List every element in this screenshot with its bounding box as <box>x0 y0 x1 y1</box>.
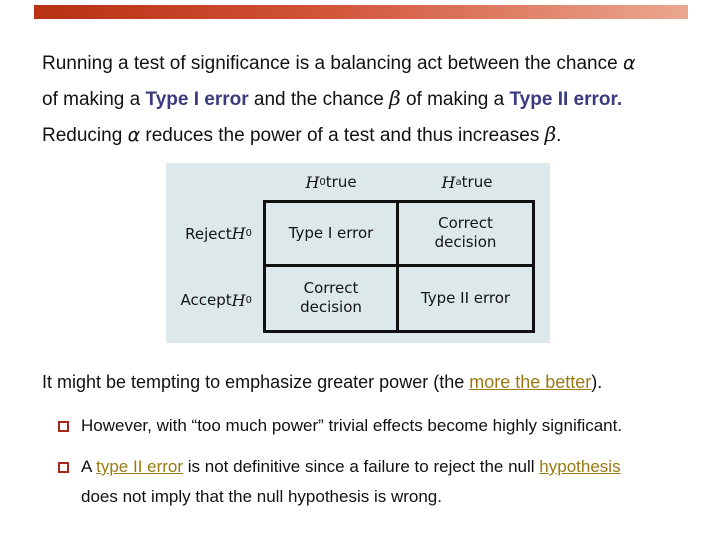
type-ii-error-link[interactable]: type II error <box>96 457 184 476</box>
tempting-line: It might be tempting to emphasize greate… <box>42 370 702 394</box>
intro-line-2: of making a Type I error and the chance … <box>42 81 702 117</box>
alpha-symbol: α <box>622 52 636 74</box>
intro-text: Running a test of significance is a bala… <box>42 53 623 74</box>
type-i-error-text: Type I error <box>145 89 249 110</box>
bullet-text: A type II error is not definitive since … <box>81 452 686 512</box>
type-ii-error-text: Type II error. <box>509 89 623 110</box>
hypothesis-link[interactable]: hypothesis <box>539 457 621 476</box>
beta-symbol: β <box>389 86 401 110</box>
alpha-symbol: α <box>127 124 141 146</box>
cell-type-ii-error: Type II error <box>420 288 511 307</box>
accent-gradient-bar <box>34 5 688 19</box>
cell-correct-decision-top: Correct decision <box>399 203 532 267</box>
bullet-item-power: However, with “too much power” trivial e… <box>58 411 686 441</box>
intro-text: . <box>556 125 562 146</box>
cell-correct-decision-bottom: Correct decision <box>266 266 399 330</box>
column-header-label: true <box>461 173 493 191</box>
error-table-grid: Type I error Correct decision Correct de… <box>263 200 535 333</box>
intro-line-3: Reducing α reduces the power of a test a… <box>42 117 702 153</box>
row-label-text: Reject <box>185 224 232 243</box>
beta-symbol: β <box>544 122 557 146</box>
bullet-text-segment: is not definitive since a failure to rej… <box>183 457 540 476</box>
intro-text: of making a <box>400 89 510 110</box>
column-header-label: true <box>325 173 357 191</box>
h0-subscript: 0 <box>245 228 252 239</box>
intro-text: Reducing <box>42 125 128 146</box>
cell-type-i-error: Type I error <box>266 203 399 267</box>
h0-symbol: H <box>305 172 320 192</box>
intro-line-1: Running a test of significance is a bala… <box>42 46 702 81</box>
bullet-text: However, with “too much power” trivial e… <box>81 416 623 435</box>
ha-symbol: H <box>441 172 456 192</box>
square-bullet-icon <box>58 462 69 473</box>
intro-text: of making a <box>42 89 146 110</box>
bullet-list: However, with “too much power” trivial e… <box>58 411 686 523</box>
h0-subscript: 0 <box>319 176 326 188</box>
more-the-better-link[interactable]: more the better <box>469 372 592 392</box>
tempting-text-end: ). <box>591 372 603 392</box>
row-label-text: Accept <box>180 291 232 309</box>
bullet-item-type-ii: A type II error is not definitive since … <box>58 452 686 512</box>
intro-text: reduces the power of a test and thus inc… <box>140 125 545 146</box>
intro-text: and the chance <box>248 89 390 110</box>
h0-symbol: H <box>231 224 246 243</box>
bullet-text-segment: does not imply that the null hypothesis … <box>81 487 442 506</box>
bullet-text-segment: A <box>81 457 97 476</box>
h0-symbol: H <box>231 290 246 310</box>
h0-subscript: 0 <box>245 294 252 306</box>
square-bullet-icon <box>58 421 69 432</box>
tempting-text: It might be tempting to emphasize greate… <box>42 372 470 392</box>
intro-paragraph: Running a test of significance is a bala… <box>42 46 702 153</box>
ha-subscript: a <box>455 176 462 188</box>
